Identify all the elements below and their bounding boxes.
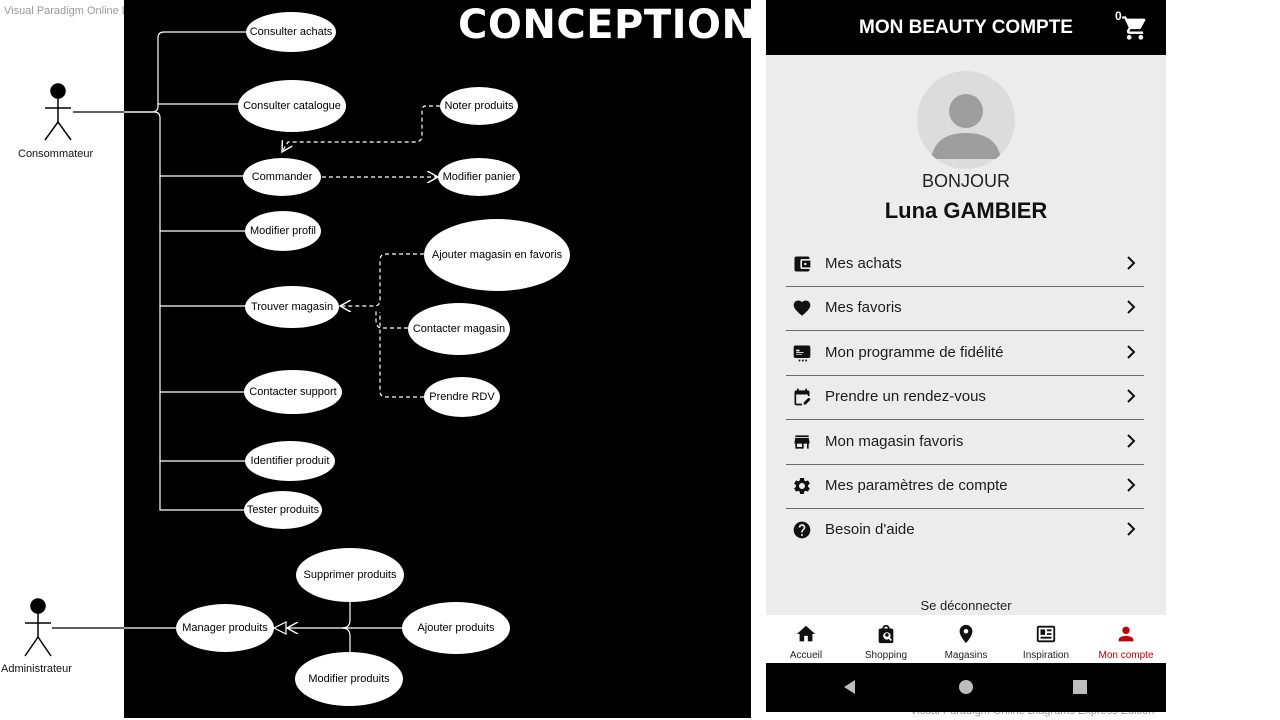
shopping-bag-search-icon xyxy=(878,624,894,644)
menu-item-rendez-vous[interactable]: Prendre un rendez-vous xyxy=(786,375,1144,420)
actor-admin-figure xyxy=(24,598,52,657)
usecase-consulter-catalogue: Consulter catalogue xyxy=(238,80,346,132)
user-name: Luna GAMBIER xyxy=(884,198,1048,223)
usecase-modifier-profil: Modifier profil xyxy=(245,211,321,251)
cart-count-badge: 0 xyxy=(1115,9,1122,23)
app-title: MON BEAUTY COMPTE xyxy=(859,17,1073,38)
greeting-text: BONJOUR xyxy=(921,171,1010,191)
actor-consumer-figure xyxy=(44,83,72,141)
menu-label: Mon magasin favoris xyxy=(825,433,964,450)
user-avatar-icon xyxy=(931,94,1001,159)
chevron-right-icon xyxy=(1127,389,1136,403)
usecase-trouver-magasin: Trouver magasin xyxy=(245,286,339,328)
dashed-relations xyxy=(282,105,440,398)
chevron-right-icon xyxy=(1127,478,1136,492)
chevron-right-icon xyxy=(1127,256,1136,270)
usecase-identifier-produit: Identifier produit xyxy=(245,441,335,481)
home-button-icon[interactable] xyxy=(957,678,975,696)
nav-magasins[interactable]: Magasins xyxy=(926,615,1006,663)
actor-admin-label: Administrateur xyxy=(1,663,72,675)
menu-label: Mes favoris xyxy=(825,299,902,316)
nav-label: Shopping xyxy=(864,650,908,661)
slide-title: CONCEPTION xyxy=(458,2,756,48)
usecase-ajouter-magasin: Ajouter magasin en favoris xyxy=(424,219,570,291)
use-case-diagram xyxy=(124,31,440,655)
menu-label: Prendre un rendez-vous xyxy=(825,388,986,405)
admin-relations xyxy=(124,600,402,655)
usecase-contacter-support: Contacter support xyxy=(244,370,342,414)
usecase-modifier-panier: Modifier panier xyxy=(438,158,520,196)
usecase-contacter-magasin: Contacter magasin xyxy=(408,303,510,355)
menu-item-mes-achats[interactable]: Mes achats xyxy=(786,242,1144,287)
help-icon xyxy=(793,521,811,539)
nav-label-active: Mon compte xyxy=(1098,650,1154,661)
nav-mon-compte[interactable]: Mon compte xyxy=(1086,615,1166,663)
usecase-prendre-rdv: Prendre RDV xyxy=(424,377,500,417)
menu-label: Besoin d'aide xyxy=(825,521,915,538)
nav-shopping[interactable]: Shopping xyxy=(846,615,926,663)
loyalty-card-icon xyxy=(793,345,811,362)
actors-layer xyxy=(24,83,124,657)
gear-icon xyxy=(794,477,810,494)
system-nav-bar xyxy=(766,663,1166,712)
home-icon xyxy=(796,625,816,642)
news-icon xyxy=(1036,625,1056,643)
menu-item-magasin-favoris[interactable]: Mon magasin favoris xyxy=(786,420,1144,465)
usecase-ajouter-produits: Ajouter produits xyxy=(402,602,510,654)
logout-link[interactable]: Se déconnecter xyxy=(920,598,1012,613)
usecase-modifier-produits: Modifier produits xyxy=(295,652,403,706)
cart-icon[interactable] xyxy=(1121,14,1149,42)
back-icon[interactable] xyxy=(841,678,859,696)
actor-consumer-label: Consommateur xyxy=(18,148,94,160)
menu-item-programme-fidelite[interactable]: Mon programme de fidélité xyxy=(786,331,1144,376)
chevron-right-icon xyxy=(1127,434,1136,448)
menu-item-mes-favoris[interactable]: Mes favoris xyxy=(786,286,1144,331)
map-pin-icon xyxy=(959,624,973,644)
menu-label: Mes achats xyxy=(825,255,902,272)
account-screen: BONJOUR Luna GAMBIER Mes achats Mes favo… xyxy=(766,55,1166,615)
usecase-commander: Commander xyxy=(243,158,321,196)
nav-accueil[interactable]: Accueil xyxy=(766,615,846,663)
menu-item-aide[interactable]: Besoin d'aide xyxy=(786,508,1144,552)
chevron-right-icon xyxy=(1127,522,1136,536)
usecase-supprimer-produits: Supprimer produits xyxy=(296,548,404,602)
chevron-right-icon xyxy=(1127,300,1136,314)
menu-label: Mon programme de fidélité xyxy=(825,344,1004,361)
usecase-noter-produits: Noter produits xyxy=(440,87,518,125)
menu-item-parametres[interactable]: Mes paramètres de compte xyxy=(786,464,1144,509)
store-icon xyxy=(794,435,810,449)
bottom-nav: Accueil Shopping Magasins Inspiration Mo… xyxy=(766,615,1166,663)
person-icon xyxy=(1118,626,1134,642)
heart-icon xyxy=(793,300,811,316)
nav-label: Magasins xyxy=(944,650,988,661)
avatar[interactable] xyxy=(917,71,1015,169)
wallet-icon xyxy=(794,256,811,272)
nav-inspiration[interactable]: Inspiration xyxy=(1006,615,1086,663)
menu-label: Mes paramètres de compte xyxy=(825,477,1008,494)
consumer-associations xyxy=(124,31,247,511)
recents-icon[interactable] xyxy=(1071,678,1089,696)
usecase-tester-produits: Tester produits xyxy=(244,491,322,529)
nav-label: Accueil xyxy=(789,650,823,661)
nav-label: Inspiration xyxy=(1022,650,1070,661)
diagram-panel: Consulter achats Consulter catalogue Not… xyxy=(124,0,751,718)
app-header: MON BEAUTY COMPTE 0 xyxy=(766,0,1166,55)
calendar-edit-icon xyxy=(794,388,811,406)
chevron-right-icon xyxy=(1127,345,1136,359)
usecase-manager-produits: Manager produits xyxy=(176,604,274,652)
phone-mockup: MON BEAUTY COMPTE 0 BONJOUR Luna GAMBIER… xyxy=(766,0,1166,712)
usecase-consulter-achats: Consulter achats xyxy=(246,12,336,52)
